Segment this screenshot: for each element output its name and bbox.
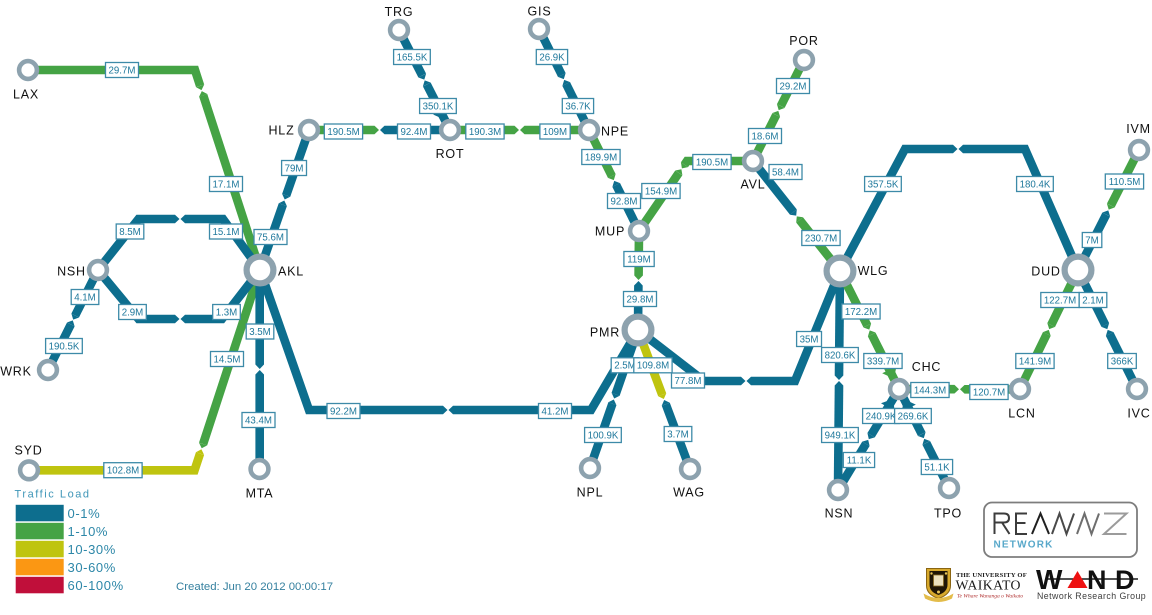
- svg-text:109M: 109M: [543, 127, 567, 138]
- svg-text:30-60%: 30-60%: [68, 560, 116, 575]
- svg-text:NSH: NSH: [57, 264, 86, 278]
- svg-text:77.8M: 77.8M: [675, 376, 702, 387]
- svg-text:350.1K: 350.1K: [423, 101, 454, 112]
- svg-text:41.2M: 41.2M: [542, 406, 569, 417]
- svg-text:IVC: IVC: [1127, 406, 1150, 420]
- svg-text:190.5M: 190.5M: [327, 127, 359, 138]
- svg-text:51.1K: 51.1K: [924, 462, 950, 473]
- svg-text:172.2M: 172.2M: [845, 307, 877, 318]
- svg-text:230.7M: 230.7M: [805, 233, 837, 244]
- svg-text:269.6K: 269.6K: [898, 411, 929, 422]
- svg-text:26.9K: 26.9K: [539, 52, 565, 63]
- svg-text:35M: 35M: [800, 334, 819, 345]
- svg-text:92.8M: 92.8M: [611, 196, 638, 207]
- svg-text:190.5M: 190.5M: [696, 157, 728, 168]
- svg-text:GIS: GIS: [528, 4, 552, 18]
- svg-text:120.7M: 120.7M: [973, 387, 1005, 398]
- svg-text:17.1M: 17.1M: [213, 179, 240, 190]
- svg-text:2.9M: 2.9M: [122, 307, 144, 318]
- svg-text:1-10%: 1-10%: [68, 524, 109, 539]
- svg-text:109.8M: 109.8M: [637, 361, 669, 372]
- svg-text:MTA: MTA: [246, 486, 274, 500]
- svg-text:ROT: ROT: [436, 147, 465, 161]
- svg-text:7M: 7M: [1085, 235, 1098, 246]
- svg-text:WAG: WAG: [673, 485, 705, 499]
- svg-text:190.3M: 190.3M: [469, 127, 501, 138]
- svg-text:122.7M: 122.7M: [1044, 295, 1076, 306]
- svg-text:HLZ: HLZ: [268, 123, 294, 137]
- svg-text:THE UNIVERSITY OF: THE UNIVERSITY OF: [956, 572, 1027, 579]
- svg-text:357.5K: 357.5K: [868, 179, 899, 190]
- svg-text:AKL: AKL: [278, 264, 304, 278]
- svg-text:58.4M: 58.4M: [772, 167, 799, 178]
- svg-text:Network Research Group: Network Research Group: [1037, 591, 1146, 601]
- svg-text:2.1M: 2.1M: [1082, 295, 1104, 306]
- svg-text:4.1M: 4.1M: [74, 292, 96, 303]
- svg-text:WLG: WLG: [858, 264, 889, 278]
- svg-text:92.4M: 92.4M: [401, 127, 428, 138]
- svg-text:3.7M: 3.7M: [667, 429, 689, 440]
- svg-text:N: N: [1087, 565, 1107, 595]
- svg-text:11.1K: 11.1K: [847, 455, 872, 466]
- svg-text:18.6M: 18.6M: [752, 131, 779, 142]
- svg-text:1.3M: 1.3M: [216, 307, 238, 318]
- svg-text:15.1M: 15.1M: [213, 227, 240, 238]
- svg-text:102.8M: 102.8M: [107, 466, 139, 477]
- svg-text:NPE: NPE: [601, 124, 629, 138]
- svg-text:190.5K: 190.5K: [49, 341, 80, 352]
- svg-text:154.9M: 154.9M: [645, 186, 677, 197]
- svg-text:Created: Jun 20 2012 00:00:17: Created: Jun 20 2012 00:00:17: [176, 581, 333, 593]
- svg-text:240.9K: 240.9K: [866, 411, 897, 422]
- svg-text:29.2M: 29.2M: [780, 81, 807, 92]
- svg-text:29.7M: 29.7M: [109, 65, 136, 76]
- svg-text:339.7M: 339.7M: [867, 356, 899, 367]
- svg-text:820.6K: 820.6K: [825, 350, 856, 361]
- svg-text:LCN: LCN: [1008, 406, 1035, 420]
- svg-text:POR: POR: [789, 34, 819, 48]
- svg-text:10-30%: 10-30%: [68, 542, 116, 557]
- svg-text:3.5M: 3.5M: [249, 327, 271, 338]
- svg-text:8.5M: 8.5M: [119, 227, 141, 238]
- svg-text:PMR: PMR: [590, 325, 620, 339]
- svg-text:180.4K: 180.4K: [1020, 179, 1051, 190]
- svg-text:189.9M: 189.9M: [585, 152, 617, 163]
- svg-text:2.5M: 2.5M: [614, 361, 636, 372]
- svg-text:36.7K: 36.7K: [565, 101, 591, 112]
- svg-text:0-1%: 0-1%: [68, 506, 101, 521]
- svg-text:TPO: TPO: [934, 506, 962, 520]
- svg-text:14.5M: 14.5M: [214, 354, 241, 365]
- svg-text:WAIKATO: WAIKATO: [956, 578, 1021, 593]
- svg-text:75.6M: 75.6M: [257, 232, 284, 243]
- svg-text:WRK: WRK: [0, 364, 32, 378]
- svg-text:NSN: NSN: [825, 506, 854, 520]
- svg-text:100.9K: 100.9K: [588, 430, 619, 441]
- svg-text:92.2M: 92.2M: [330, 406, 357, 417]
- svg-text:119M: 119M: [627, 254, 651, 265]
- svg-text:144.3M: 144.3M: [914, 385, 946, 396]
- svg-text:AVL: AVL: [740, 177, 765, 191]
- svg-text:D: D: [1115, 565, 1135, 595]
- svg-text:TRG: TRG: [385, 5, 414, 19]
- svg-text:CHC: CHC: [912, 360, 941, 374]
- svg-text:SYD: SYD: [14, 443, 42, 457]
- svg-text:43.4M: 43.4M: [245, 415, 272, 426]
- svg-text:W: W: [1036, 564, 1063, 595]
- svg-text:Traffic Load: Traffic Load: [15, 489, 91, 501]
- svg-text:NETWORK: NETWORK: [994, 540, 1054, 551]
- svg-text:LAX: LAX: [13, 87, 39, 101]
- svg-text:DUD: DUD: [1031, 264, 1060, 278]
- svg-text:MUP: MUP: [595, 224, 625, 238]
- svg-text:165.5K: 165.5K: [397, 52, 428, 63]
- svg-text:110.5M: 110.5M: [1109, 177, 1141, 188]
- svg-text:79M: 79M: [285, 163, 304, 174]
- svg-text:29.8M: 29.8M: [627, 294, 654, 305]
- svg-text:NPL: NPL: [577, 485, 604, 499]
- svg-text:949.1K: 949.1K: [825, 430, 856, 441]
- svg-text:141.9M: 141.9M: [1019, 356, 1051, 367]
- svg-text:IVM: IVM: [1126, 122, 1151, 136]
- svg-text:Te Whare Wananga o Waikato: Te Whare Wananga o Waikato: [957, 594, 1023, 600]
- svg-text:60-100%: 60-100%: [68, 578, 124, 593]
- svg-text:366K: 366K: [1111, 356, 1134, 367]
